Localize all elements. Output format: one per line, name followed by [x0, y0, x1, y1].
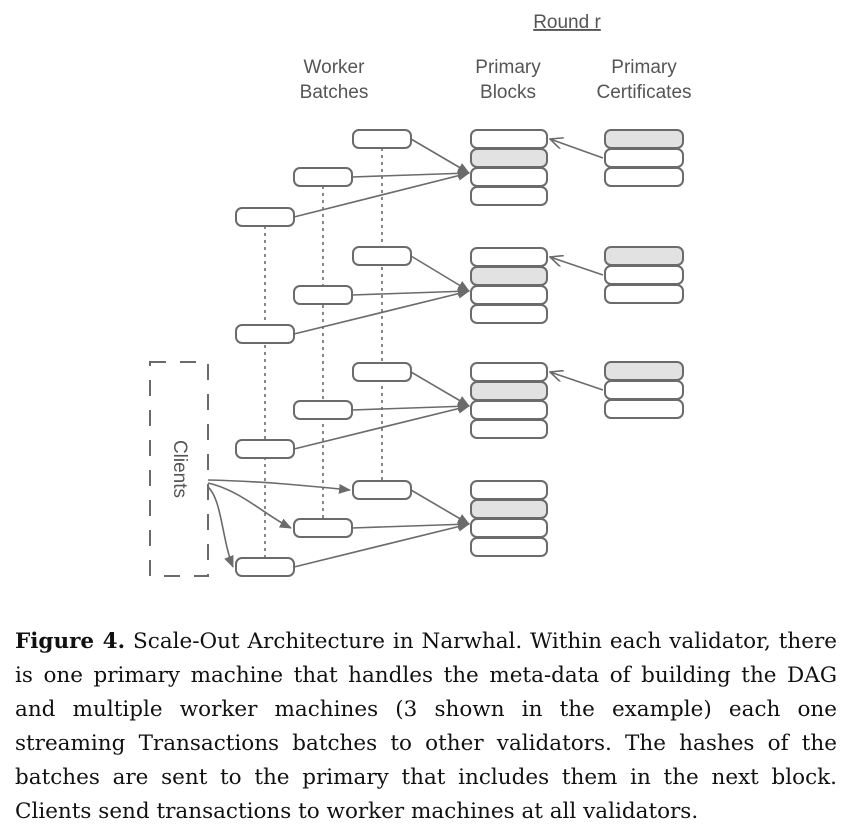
validator-4-worker-1-batch — [235, 557, 295, 577]
validator-4-block-cell-1 — [470, 480, 548, 500]
validator-3-batch-3-arrow — [410, 371, 470, 407]
validator-1-block-cell-3 — [470, 167, 548, 187]
validator-3-batch-1-arrow — [293, 403, 470, 450]
validator-3-batch-2-arrow — [351, 401, 470, 412]
primary-certificates-label-line1: Primary — [611, 57, 677, 78]
client-arrow-worker-1 — [207, 486, 234, 568]
primary-certificates — [604, 129, 684, 419]
validator-3-worker-1-batch — [235, 439, 295, 459]
validator-2-worker-1-batch — [235, 324, 295, 344]
validator-2-block-cell-4 — [470, 304, 548, 324]
validator-2-certificate-arrow — [550, 257, 604, 276]
validator-1-certificate-cell-3 — [604, 167, 684, 187]
validator-3-block-cell-4 — [470, 419, 548, 439]
validator-2-block-cell-2 — [470, 266, 548, 286]
validator-2-batch-3-arrow — [410, 255, 470, 292]
validator-3-block-cell-3 — [470, 400, 548, 420]
validator-3-certificate-arrow — [550, 372, 604, 391]
validator-4-batch-3-arrow — [410, 489, 470, 525]
narwhal-architecture-diagram: Round r Worker Batches Primary Blocks Pr… — [149, 12, 692, 577]
validator-3-certificate-cell-1 — [604, 361, 684, 381]
client-arrow-worker-3 — [207, 479, 351, 494]
validator-1-certificate-cell-1 — [604, 129, 684, 149]
validator-4-block-cell-2 — [470, 499, 548, 519]
primary-certificates-label-line2: Certificates — [596, 82, 691, 103]
validator-2-certificate-cell-3 — [604, 284, 684, 304]
clients-label: Clients — [169, 440, 190, 498]
round-label: Round r — [533, 12, 601, 33]
validator-1-batch-3-arrow — [410, 138, 470, 174]
validator-4-worker-2-batch — [293, 518, 353, 538]
worker-batches-label-line1: Worker — [304, 57, 366, 78]
validator-1-block-cell-2 — [470, 148, 548, 168]
primary-blocks-label-line1: Primary — [475, 57, 541, 78]
validator-4-block-cell-3 — [470, 518, 548, 538]
validator-2-certificate-cell-1 — [604, 246, 684, 266]
validator-1-worker-3-batch — [352, 129, 412, 149]
validator-2-worker-2-batch — [293, 285, 353, 305]
worker-batches-label-line2: Batches — [300, 82, 369, 103]
validator-2-block-cell-1 — [470, 247, 548, 267]
primary-blocks-label-line2: Blocks — [480, 82, 536, 103]
clients-box — [149, 361, 209, 577]
validator-2-batch-1-arrow — [293, 288, 470, 335]
validator-1-worker-2-batch — [293, 167, 353, 187]
validator-1-certificate-arrow — [550, 139, 604, 159]
validator-4-batch-2-arrow — [351, 519, 470, 530]
batch-arrows — [207, 138, 604, 568]
validator-1-batch-2-arrow — [351, 168, 470, 179]
validator-1-worker-1-batch — [235, 207, 295, 227]
validator-2-batch-2-arrow — [351, 286, 470, 297]
validator-2-worker-3-batch — [352, 246, 412, 266]
caption-text: Scale-Out Architecture in Narwhal. Withi… — [15, 628, 837, 824]
validator-4-worker-3-batch — [352, 480, 412, 500]
validator-1-batch-1-arrow — [293, 170, 470, 218]
figure-caption: Figure 4. Scale-Out Architecture in Narw… — [15, 625, 837, 829]
validator-3-worker-2-batch — [293, 400, 353, 420]
validator-3-certificate-cell-3 — [604, 399, 684, 419]
validator-1-block-cell-4 — [470, 186, 548, 206]
validator-3-block-cell-2 — [470, 381, 548, 401]
worker-batches — [235, 129, 412, 577]
validator-3-block-cell-1 — [470, 362, 548, 382]
validator-2-block-cell-3 — [470, 285, 548, 305]
validator-3-certificate-cell-2 — [604, 380, 684, 400]
primary-blocks — [470, 129, 548, 557]
caption-label: Figure 4. — [15, 628, 126, 654]
validator-1-certificate-cell-2 — [604, 148, 684, 168]
validator-3-worker-3-batch — [352, 362, 412, 382]
client-arrow-worker-2 — [207, 482, 292, 529]
validator-1-block-cell-1 — [470, 129, 548, 149]
validator-4-batch-1-arrow — [293, 521, 470, 568]
validator-4-block-cell-4 — [470, 537, 548, 557]
validator-2-certificate-cell-2 — [604, 265, 684, 285]
